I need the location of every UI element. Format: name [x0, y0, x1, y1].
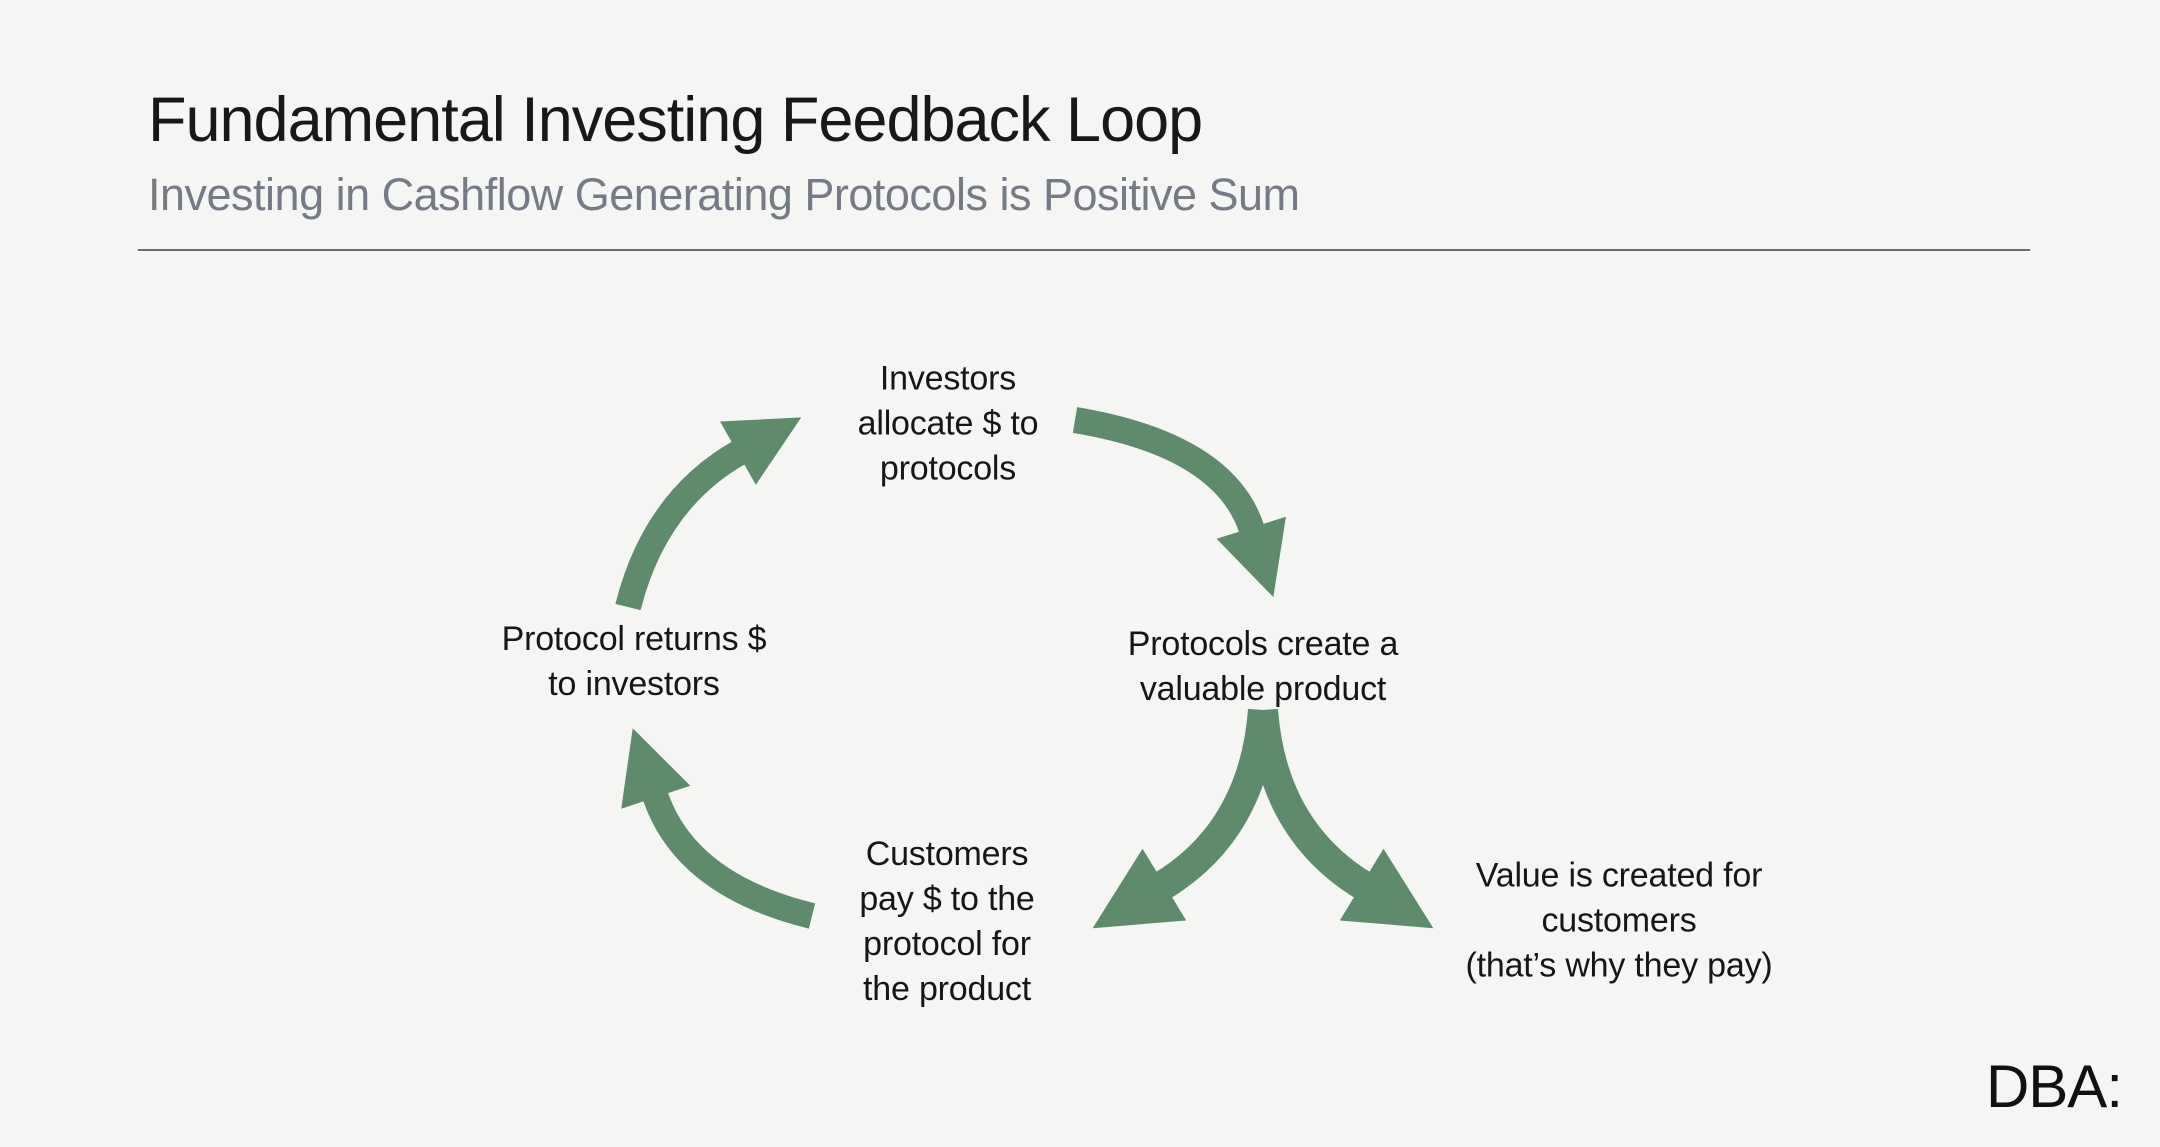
- dba-logo: DBA:: [1985, 1053, 2123, 1120]
- node-line: pay $ to the: [859, 880, 1035, 918]
- node-line: Protocols create a: [1127, 625, 1399, 663]
- node-line: (that’s why they pay): [1465, 946, 1773, 985]
- node-customers: Customers pay $ to the protocol for the …: [859, 832, 1034, 1012]
- node-line: Protocol returns $: [501, 620, 767, 658]
- node-line: customers: [1541, 901, 1697, 940]
- node-protocols: Protocols create a valuable product: [1127, 622, 1399, 712]
- page-subtitle: Investing in Cashflow Generating Protoco…: [148, 169, 1300, 220]
- node-protocol-returns: Protocol returns $ to investors: [502, 617, 767, 707]
- node-line: Value is created for: [1475, 856, 1763, 895]
- node-line: valuable product: [1139, 670, 1387, 708]
- fork-arrow-protocols-to-customers-icon: [1092, 708, 1278, 929]
- curved-arrow-customers-to-returns-icon: [621, 728, 816, 929]
- fork-arrow-protocols-to-value-icon: [1248, 708, 1434, 929]
- node-value-created: Value is created for customers (that’s w…: [1466, 854, 1773, 989]
- node-line: protocols: [879, 449, 1017, 488]
- node-line: protocol for: [863, 925, 1031, 963]
- node-line: the product: [863, 970, 1031, 1008]
- node-line: Investors: [879, 359, 1017, 398]
- node-investors: Investors allocate $ to protocols: [858, 357, 1039, 492]
- node-line: to investors: [548, 665, 720, 703]
- node-line: allocate $ to: [857, 404, 1039, 443]
- node-line: Customers: [865, 835, 1029, 873]
- curved-arrow-investors-to-protocols-icon: [1072, 407, 1286, 598]
- curved-arrow-returns-to-investors-icon: [615, 417, 802, 611]
- header-divider: [138, 249, 2030, 251]
- page-title: Fundamental Investing Feedback Loop: [148, 85, 1203, 155]
